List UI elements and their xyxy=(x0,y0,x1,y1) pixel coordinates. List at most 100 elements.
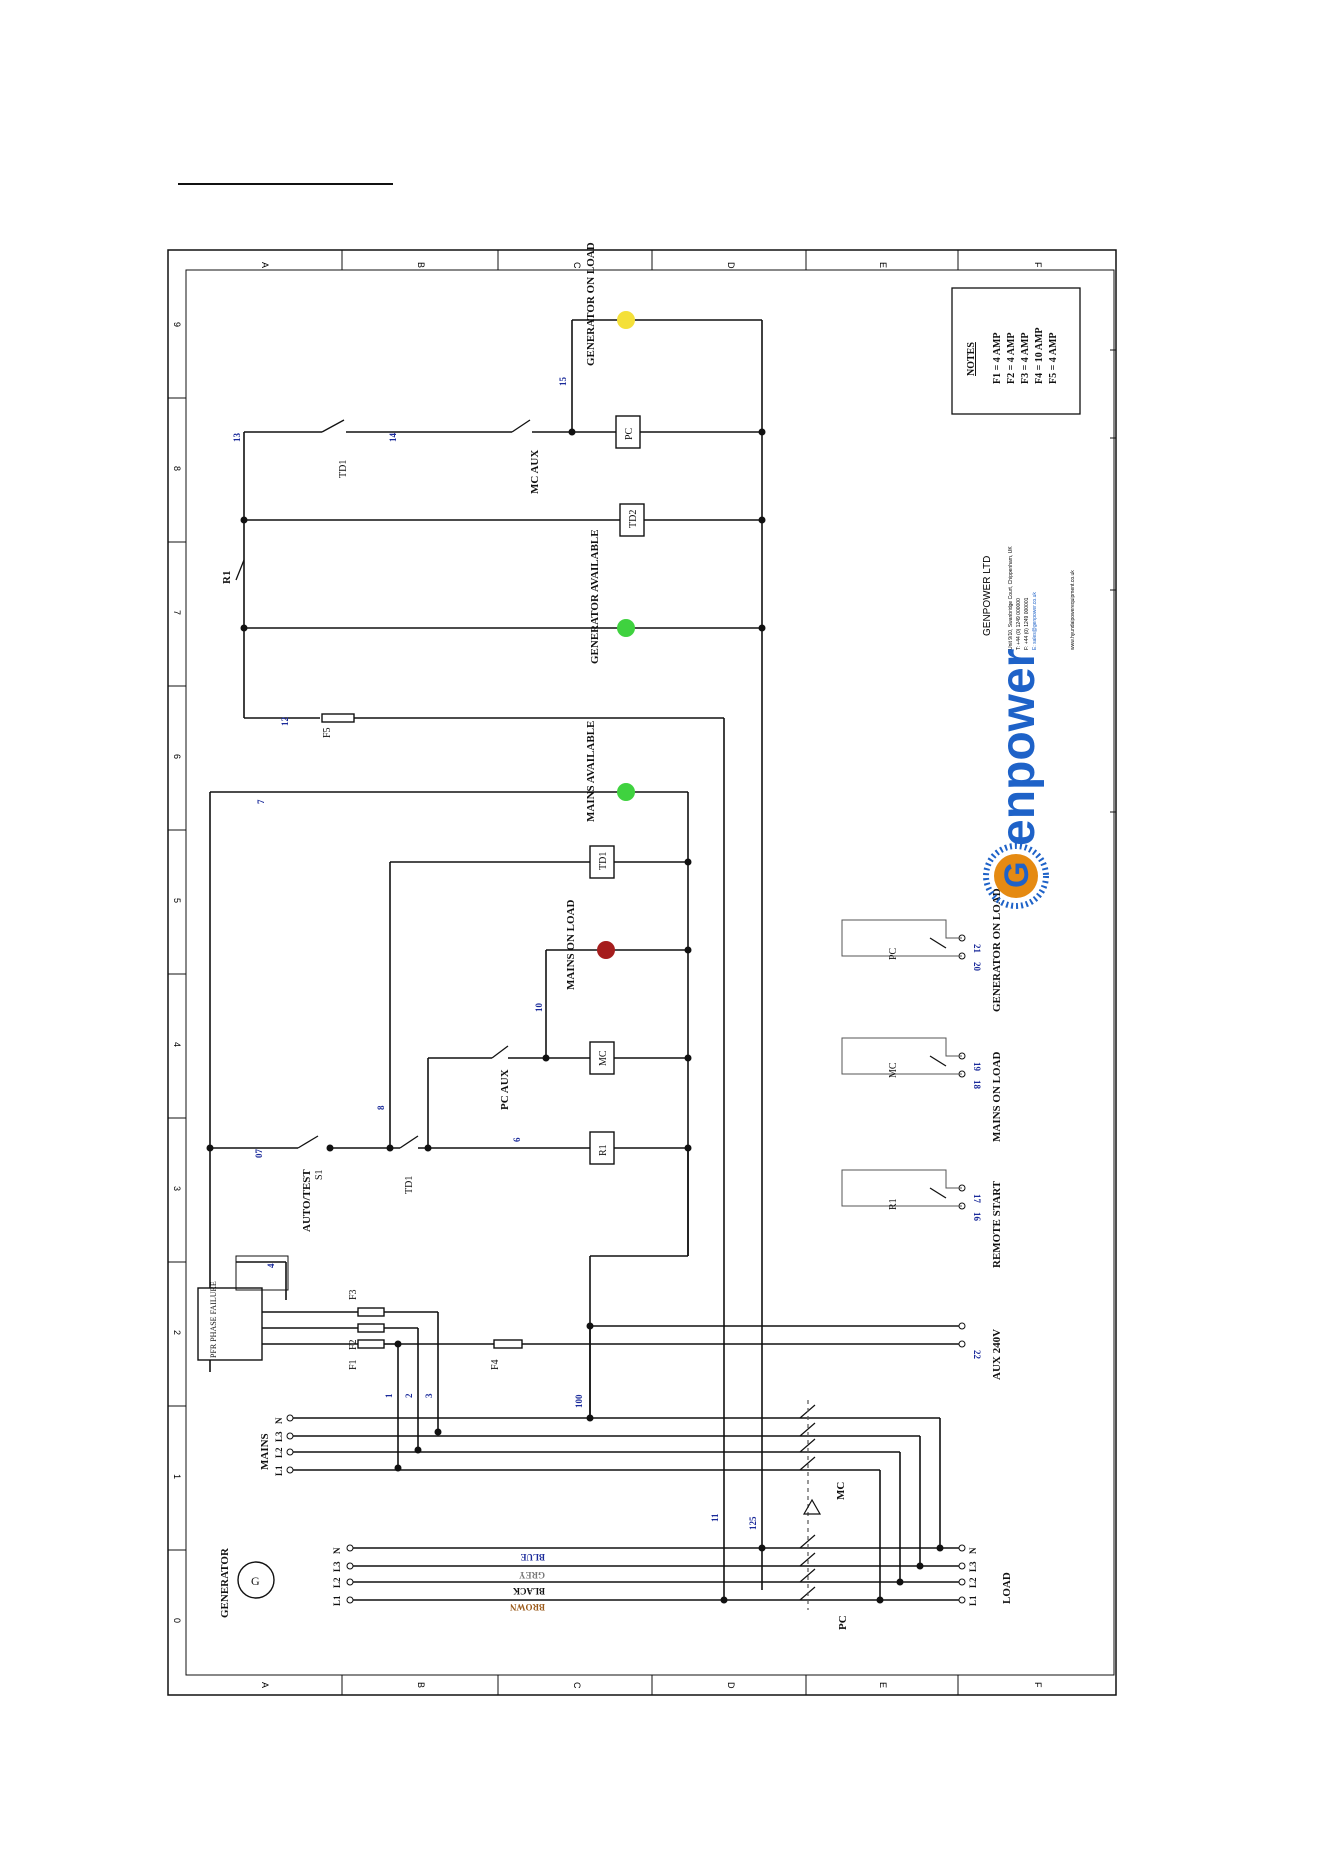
col-label-c-bottom: C xyxy=(572,1682,582,1689)
generator-symbol xyxy=(237,1561,275,1599)
wire-2: 2 xyxy=(404,1393,414,1398)
generator-symbol-letter: G xyxy=(251,1574,260,1588)
wire-15: 15 xyxy=(558,377,568,387)
wire-7: 7 xyxy=(256,799,266,804)
wire-8: 8 xyxy=(376,1105,386,1110)
col-label-b-bottom: B xyxy=(416,1682,426,1688)
col-label-f-bottom: F xyxy=(1033,1682,1043,1688)
row-label-4: 4 xyxy=(172,1042,182,1047)
label-f1: F1 xyxy=(348,1359,359,1370)
row-label-9: 9 xyxy=(172,322,182,327)
aux-contact-brackets xyxy=(841,919,962,1207)
label-pc: PC xyxy=(837,1615,849,1630)
wire-07: 07 xyxy=(254,1149,264,1159)
label-td2-coil: TD2 xyxy=(628,510,639,528)
pfr-relay-box xyxy=(197,1287,263,1361)
row-label-0: 0 xyxy=(172,1618,182,1623)
label-s1: S1 xyxy=(314,1169,325,1180)
logo-letter: G xyxy=(998,862,1036,888)
row-label-5: 5 xyxy=(172,898,182,903)
row-label-2: 2 xyxy=(172,1330,182,1335)
row-label-6: 6 xyxy=(172,754,182,759)
label-mc-coil: MC xyxy=(598,1050,609,1066)
company-web: www.hyundaipowerequipment.co.uk xyxy=(1070,570,1076,650)
col-label-d-bottom: D xyxy=(726,1682,736,1689)
wire-11: 11 xyxy=(710,1513,720,1522)
label-f4: F4 xyxy=(490,1359,501,1370)
company-tel: T: +44 (0) 1249 000000 xyxy=(1016,598,1022,650)
genpower-logo: G enpower xyxy=(983,649,1049,909)
lamp-generator-on-load xyxy=(617,311,635,329)
cable-grey: GREY xyxy=(518,1570,545,1580)
fuse-f4 xyxy=(493,1339,523,1349)
drawing-frame xyxy=(167,249,1117,1696)
label-mains-on-load: MAINS ON LOAD xyxy=(565,899,577,990)
label-generator: GENERATOR xyxy=(219,1547,231,1618)
label-mc-aux-contact: MC xyxy=(888,1062,899,1078)
label-f3: F3 xyxy=(348,1289,359,1300)
gen-l3: L3 xyxy=(332,1561,342,1572)
label-f2: F2 xyxy=(348,1339,359,1350)
lamp-mains-available xyxy=(617,783,635,801)
mains-n: N xyxy=(274,1417,284,1424)
fuse-f1 xyxy=(357,1339,385,1349)
label-td1-contact: TD1 xyxy=(404,1176,415,1194)
drawing-inner-frame xyxy=(185,269,1115,1676)
label-r1-aux: R1 xyxy=(888,1198,899,1210)
label-pc-aux-contact: PC xyxy=(888,947,899,960)
wire-20: 20 xyxy=(972,962,982,972)
coil-mc xyxy=(589,1041,615,1075)
notes-line-3: F3 = 4 AMP xyxy=(1020,332,1031,384)
row-label-3: 3 xyxy=(172,1186,182,1191)
fuse-f5 xyxy=(321,713,355,723)
load-n: N xyxy=(968,1547,978,1554)
wire-10: 10 xyxy=(534,1003,544,1013)
coil-pc xyxy=(615,415,641,449)
row-label-7: 7 xyxy=(172,610,182,615)
col-label-d: D xyxy=(726,262,736,269)
wire-100: 100 xyxy=(574,1394,584,1408)
border-grid xyxy=(168,250,1116,1695)
label-load: LOAD xyxy=(1001,1572,1013,1604)
label-generator-on-load-contact: GENERATOR ON LOAD xyxy=(991,888,1003,1012)
label-aux-240v: AUX 240V xyxy=(991,1329,1003,1380)
wire-22: 22 xyxy=(972,1350,982,1360)
fuse-f2 xyxy=(357,1323,385,1333)
pfr-relay-inner-box xyxy=(235,1255,289,1291)
mains-l3: L3 xyxy=(274,1431,284,1442)
label-pfr: PFR PHASE FAILURE xyxy=(209,1281,218,1358)
load-l1: L1 xyxy=(968,1595,978,1606)
label-mains: MAINS xyxy=(259,1433,271,1470)
gen-n: N xyxy=(332,1547,342,1554)
border-row-labels: 9 8 7 6 5 4 3 2 1 0 xyxy=(172,322,182,1623)
label-td1-coil: TD1 xyxy=(598,852,609,870)
wire-19: 19 xyxy=(972,1062,982,1072)
col-label-f: F xyxy=(1033,262,1043,268)
wire-12: 12 xyxy=(280,717,290,727)
row-label-1: 1 xyxy=(172,1474,182,1479)
company-address: Unit 9/10, Swanbridge Court, Chippenham,… xyxy=(1008,546,1014,650)
coil-r1 xyxy=(589,1131,615,1165)
company-name: GENPOWER LTD xyxy=(982,556,993,636)
label-mc-aux: MC AUX xyxy=(529,450,541,494)
notes-line-1: F1 = 4 AMP xyxy=(992,332,1003,384)
col-label-e: E xyxy=(878,262,888,268)
cable-blue: BLUE xyxy=(520,1552,545,1562)
logo-sun xyxy=(994,854,1038,898)
label-f5: F5 xyxy=(322,727,333,738)
coil-td2 xyxy=(619,503,645,537)
wire-16: 16 xyxy=(972,1212,982,1222)
label-mains-available: MAINS AVAILABLE xyxy=(585,721,597,822)
wire-14: 14 xyxy=(388,433,398,443)
col-label-b: B xyxy=(416,262,426,268)
logo-wordmark: enpower xyxy=(992,649,1045,846)
wire-4: 4 xyxy=(266,1263,276,1268)
wire-21: 21 xyxy=(972,944,982,954)
control-contacts xyxy=(235,419,947,1199)
label-pc-coil: PC xyxy=(624,427,635,440)
notes-box xyxy=(951,287,1081,415)
row-label-8: 8 xyxy=(172,466,182,471)
load-l3: L3 xyxy=(968,1561,978,1572)
power-wiring xyxy=(290,1417,962,1601)
wire-17: 17 xyxy=(972,1194,982,1204)
